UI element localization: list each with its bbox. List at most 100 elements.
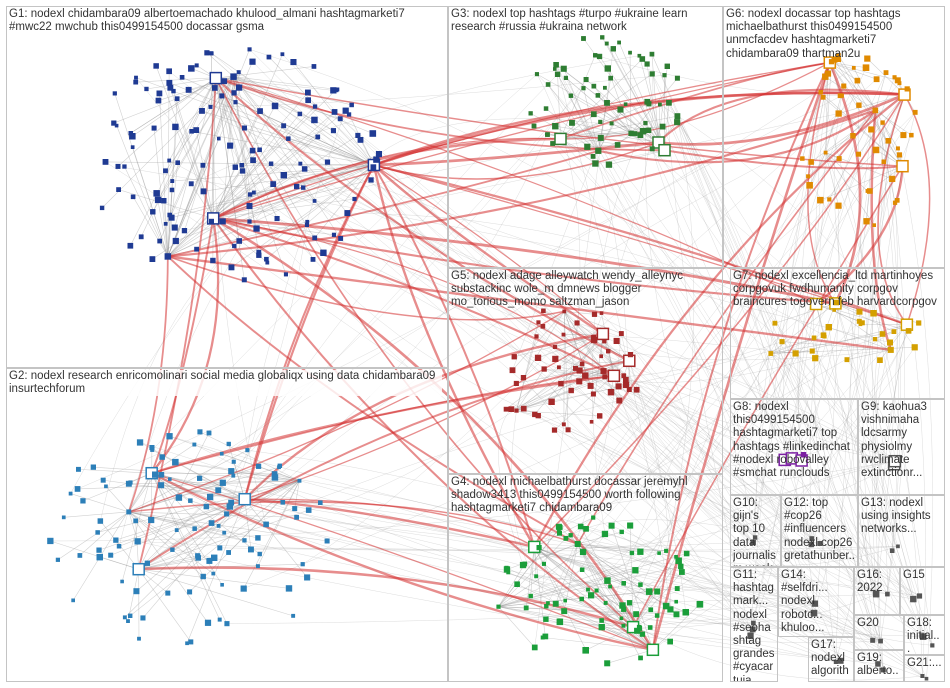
network-node <box>166 68 173 75</box>
network-node <box>626 600 633 606</box>
intra-edge <box>511 360 630 410</box>
network-node <box>835 53 841 59</box>
network-node <box>602 85 607 90</box>
network-node <box>541 561 547 566</box>
network-node <box>171 88 176 94</box>
inter-edge <box>210 74 665 108</box>
intra-edge <box>128 511 328 542</box>
network-node <box>520 374 527 381</box>
network-node <box>872 590 880 598</box>
intra-edge <box>822 97 903 167</box>
intra-edge <box>577 543 641 553</box>
inter-edge <box>169 436 920 597</box>
network-node <box>241 277 247 283</box>
intra-edge <box>611 525 654 650</box>
inter-edge <box>651 73 816 604</box>
intra-edge <box>172 480 300 550</box>
network-node <box>825 323 833 331</box>
network-node <box>104 484 108 489</box>
inter-edge <box>813 337 884 671</box>
inter-edge <box>238 72 924 637</box>
network-node <box>632 131 638 137</box>
network-node <box>246 203 253 210</box>
intra-edge <box>770 333 883 354</box>
network-node <box>592 160 599 167</box>
network-node <box>749 626 756 633</box>
intra-edge <box>165 76 234 172</box>
network-node <box>637 625 643 631</box>
network-node <box>560 65 567 72</box>
network-node <box>130 194 136 200</box>
network-node <box>556 527 561 532</box>
inter-edge <box>147 88 584 564</box>
strong-edge <box>151 472 654 651</box>
group-box-g21: G21:... <box>904 655 945 682</box>
intra-edge <box>152 76 234 212</box>
inter-edge <box>621 333 756 538</box>
intra-edge <box>560 115 678 140</box>
network-node <box>536 544 542 551</box>
intra-edge <box>128 511 204 577</box>
strong-edge <box>137 78 217 570</box>
inter-edge <box>604 341 785 461</box>
network-node <box>503 566 511 573</box>
network-node <box>864 55 871 62</box>
inter-edge <box>754 347 915 538</box>
intra-edge <box>132 196 169 257</box>
inter-edge <box>613 375 884 671</box>
inter-edge <box>585 528 751 636</box>
network-node <box>836 156 842 162</box>
network-node <box>221 78 228 85</box>
network-node <box>170 547 175 552</box>
intra-edge <box>105 486 130 513</box>
network-node <box>175 160 180 165</box>
network-node <box>248 546 254 553</box>
network-node <box>219 93 225 99</box>
network-node <box>216 523 221 528</box>
inter-edge <box>791 324 908 459</box>
network-node <box>330 87 337 94</box>
network-node <box>576 378 583 385</box>
intra-edge <box>161 474 245 500</box>
network-node <box>245 448 250 453</box>
network-node <box>633 386 640 393</box>
network-node <box>545 132 550 137</box>
inter-edge <box>194 444 753 630</box>
inter-edge <box>623 135 912 584</box>
network-node <box>768 351 774 356</box>
intra-edge <box>613 48 665 151</box>
network-node <box>673 611 680 618</box>
network-node <box>130 145 135 150</box>
network-node <box>156 90 163 97</box>
intra-edge <box>124 498 245 618</box>
network-node <box>305 507 312 513</box>
network-node <box>878 638 883 644</box>
intra-edge <box>601 37 665 151</box>
intra-edge <box>565 77 632 134</box>
network-node <box>227 142 234 149</box>
network-node <box>199 108 205 114</box>
intra-edge <box>212 113 301 219</box>
inter-edge <box>511 78 877 410</box>
inter-edge <box>184 133 632 231</box>
network-node <box>503 406 509 412</box>
inter-edge <box>247 110 346 451</box>
network-node <box>879 331 886 337</box>
intra-edge <box>853 67 876 111</box>
network-node <box>608 522 615 529</box>
network-node <box>646 643 660 657</box>
network-node <box>113 537 119 543</box>
intra-edge <box>829 62 898 81</box>
network-node <box>561 422 566 427</box>
intra-edge <box>167 159 377 257</box>
network-node <box>311 64 317 69</box>
network-node <box>534 334 539 339</box>
inter-edge <box>571 112 916 391</box>
group-label-g14: G14: #selfdri... nodexl robotc... khuloo… <box>781 569 831 634</box>
network-node <box>369 130 377 137</box>
network-node <box>598 119 603 124</box>
inter-edge <box>585 375 895 462</box>
network-node <box>170 179 175 183</box>
inter-edge <box>516 410 754 543</box>
network-node <box>219 218 226 225</box>
